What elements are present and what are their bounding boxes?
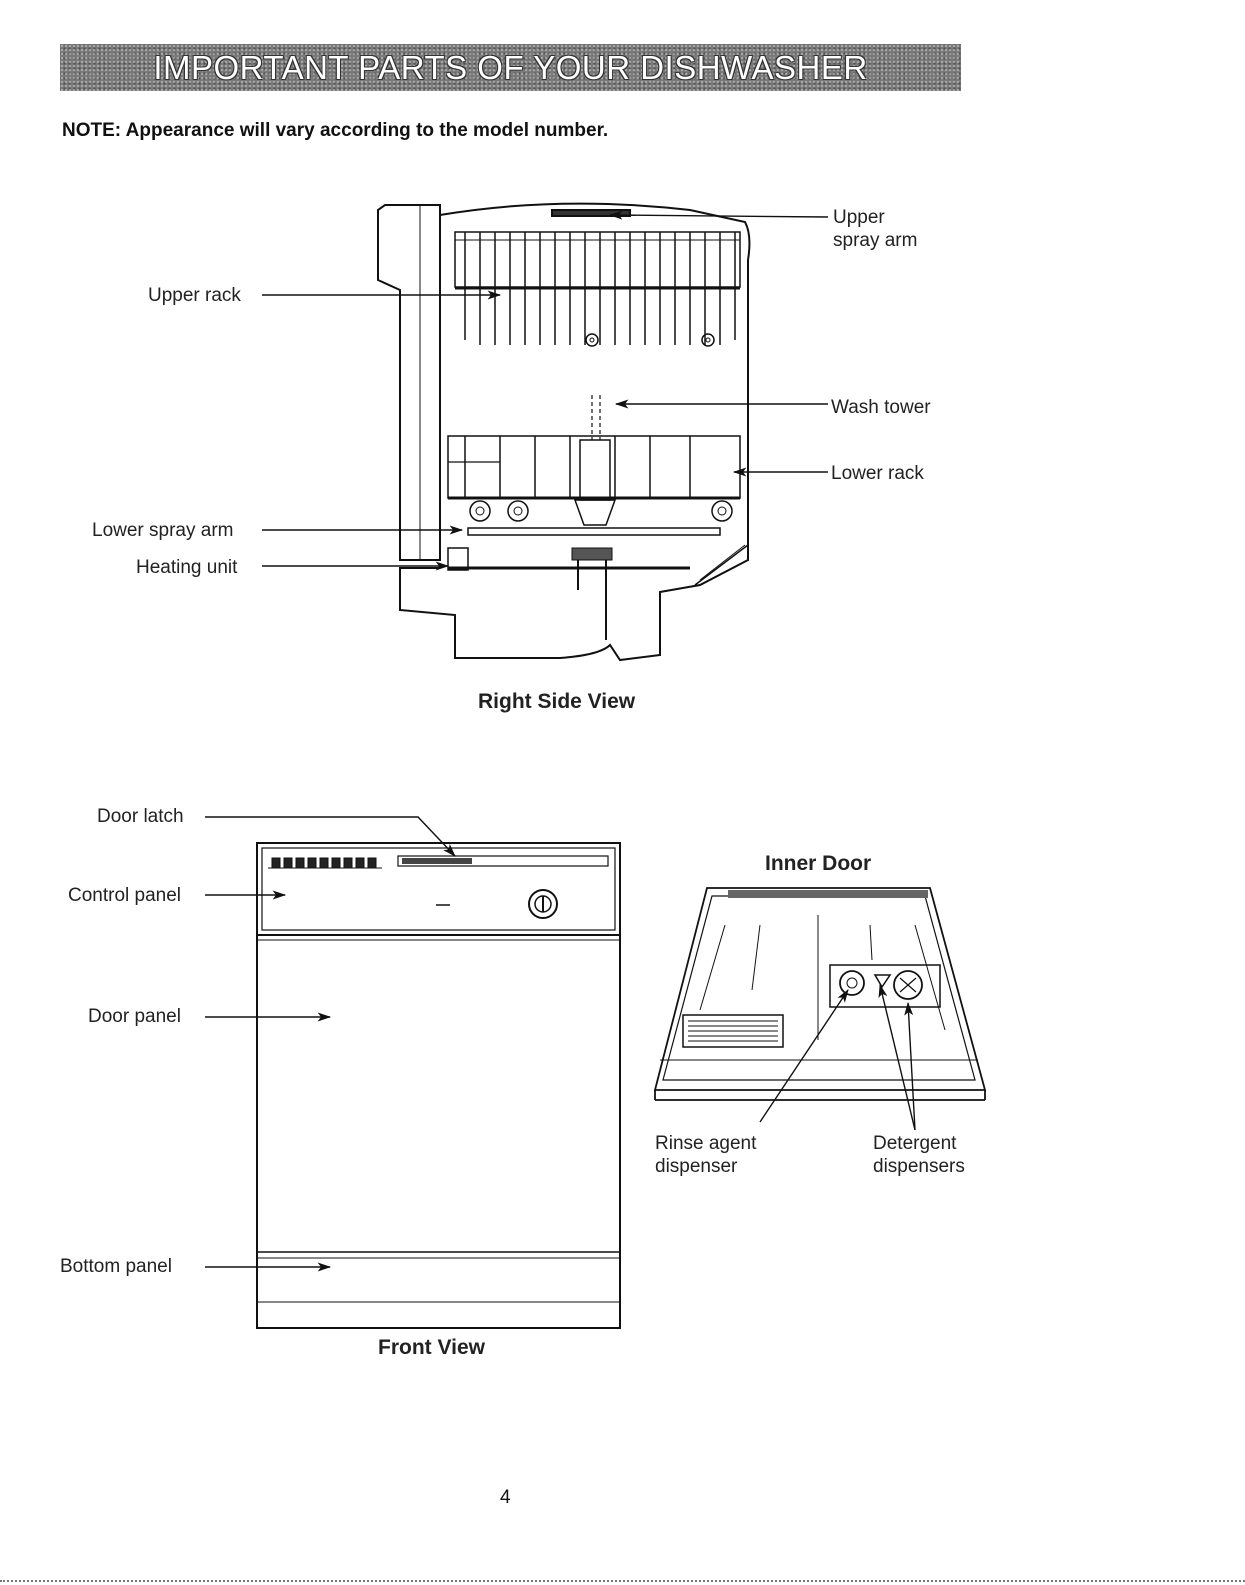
- header-banner: IMPORTANT PARTS OF YOUR DISHWASHER: [60, 44, 961, 91]
- label-detergent-line1: Detergent: [873, 1133, 957, 1154]
- label-bottom-panel: Bottom panel: [60, 1256, 172, 1277]
- label-wash-tower: Wash tower: [831, 397, 931, 418]
- side-view-drawing: [377, 202, 751, 662]
- label-upper-spray-arm-line2: spray arm: [833, 230, 918, 251]
- page-number: 4: [500, 1487, 511, 1508]
- label-lower-rack: Lower rack: [831, 463, 924, 484]
- label-rinse-line2: dispenser: [655, 1156, 738, 1177]
- label-detergent-line2: dispensers: [873, 1156, 965, 1177]
- caption-inner-door: Inner Door: [765, 852, 872, 875]
- model-note: NOTE: Appearance will vary according to …: [62, 120, 609, 141]
- front-view-drawing: [256, 842, 621, 1329]
- label-upper-spray-arm-line1: Upper: [833, 207, 885, 228]
- label-door-panel: Door panel: [88, 1006, 181, 1027]
- caption-front-view: Front View: [378, 1336, 485, 1359]
- label-lower-spray-arm: Lower spray arm: [92, 520, 234, 541]
- page-title: IMPORTANT PARTS OF YOUR DISHWASHER: [153, 48, 868, 86]
- label-upper-spray-arm: Upper spray arm: [833, 206, 917, 252]
- label-door-latch: Door latch: [97, 806, 184, 827]
- label-control-panel: Control panel: [68, 885, 182, 906]
- label-rinse-line1: Rinse agent: [655, 1133, 757, 1154]
- caption-right-side-view: Right Side View: [478, 690, 636, 713]
- label-detergent-dispensers: Detergent dispensers: [873, 1132, 965, 1178]
- label-upper-rack: Upper rack: [148, 285, 241, 306]
- page-bottom-edge: [0, 1580, 1245, 1582]
- inner-door-drawing: [653, 887, 987, 1101]
- label-rinse-agent-dispenser: Rinse agent dispenser: [655, 1132, 756, 1178]
- label-heating-unit: Heating unit: [136, 557, 238, 578]
